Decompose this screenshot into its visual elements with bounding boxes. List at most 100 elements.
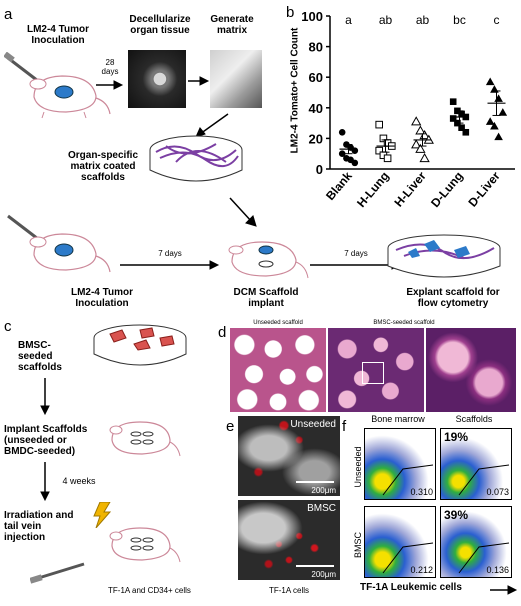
weeks4-label: 4 weeks [62,476,96,486]
organ-scaffold-label: Organ-specific matrix coated scaffolds [67,150,139,183]
days28-label: 28 days [101,58,119,76]
panel-label-e: e [226,418,235,435]
flow-plot-bm-bmsc: 0.212 [364,506,436,578]
data-point [351,147,359,154]
value-bm-bmsc: 0.212 [410,565,433,575]
data-point [458,124,465,131]
significance-letter: ab [379,13,393,27]
col-header-bone-marrow: Bone marrow [371,414,425,424]
y-tick-label: 20 [309,131,323,146]
cells-label: TF-1A and CD34+ cells [108,586,191,595]
x-tick-label-blank: Blank [323,169,355,203]
data-point [383,154,392,163]
row-header-bmsc: BMSC [353,532,363,559]
arrow-28days [96,80,124,90]
dcm-implant-label: DCM Scaffold implant [233,287,299,309]
unseeded-scaffold-caption: Unseeded scaffold [253,320,303,326]
x-tick-label-h-lung: H-Lung [354,169,392,210]
data-point [375,146,384,155]
arrow-to-generate [188,76,210,86]
panel-label-d: d [218,324,227,341]
mouse-dcm-implant [228,241,309,279]
panel-label-b: b [286,4,295,21]
cell-count-chart: 020406080100BlankaH-LungabH-LiverabD-Lun… [301,9,515,210]
y-tick-label: 100 [301,9,323,24]
data-point [498,108,508,116]
decellularize-label: Decellularize organ tissue [129,14,191,36]
scale-bar-label-2: 200μm [311,570,336,579]
arrow-4weeks [40,462,50,502]
data-point [458,110,465,118]
days7a-label: 7 days [158,249,182,258]
data-point [490,85,499,93]
unseeded-histology-image [230,328,326,412]
mouse-illustration [4,52,111,119]
data-point [485,77,495,86]
generate-matrix-label: Generate matrix [210,14,254,36]
bmsc-seeded-label: BMSC-seeded scaffolds [18,340,62,373]
lightning-icon [93,502,112,528]
arrow-to-dcm [229,197,257,227]
arrow-7days-a [120,260,220,270]
value-bm-unseeded: 0.310 [410,487,433,497]
x-axis-arrow [490,585,518,595]
data-point [415,143,426,153]
bmsc-scaffold-caption: BMSC-seeded scaffold [373,320,435,326]
tf1a-cells-label: TF-1A cells [268,586,309,595]
scale-bar-label-1: 200μm [311,486,336,495]
mouse-illustration-2 [7,214,111,273]
scaffold-dish [149,135,243,182]
x-tick-label-d-liver: D-Liver [465,169,503,210]
matrix-tube-photo [210,50,262,108]
value-scaffold-unseeded: 0.073 [486,487,509,497]
days7b-label: 7 days [344,249,368,258]
syringe-icon [30,562,85,584]
mouse-implant [109,421,181,457]
unseeded-fluorescence-image: Unseeded 200μm [238,416,340,496]
bmsc-fluorescence-image: BMSC 200μm [238,500,340,580]
y-tick-label: 80 [309,40,323,55]
data-point [411,116,422,126]
flow-plot-scaffold-bmsc: 39% 0.136 [440,506,512,578]
y-tick-label: 60 [309,70,323,85]
data-point [338,150,346,157]
unseeded-caption: Unseeded [290,419,336,430]
data-point [494,132,503,141]
bmsc-dish [93,324,187,366]
data-point [379,134,388,143]
significance-letter: a [345,13,352,27]
panel-label-a: a [4,6,13,23]
col-header-scaffolds: Scaffolds [455,414,493,424]
explant-dish [387,234,501,278]
pct-scaffold-bmsc: 39% [444,508,469,522]
bmsc-histology-zoom [426,328,516,412]
tumor-inoculation-label-2: LM2-4 Tumor Inoculation [70,287,134,309]
pct-scaffold-unseeded: 19% [444,430,469,444]
organ-tissue-photo [128,50,186,108]
arrow-to-implant [40,378,50,416]
flow-plot-scaffold-unseeded: 19% 0.073 [440,428,512,500]
tumor-inoculation-label: LM2-4 Tumor Inoculation [26,24,90,46]
leukemic-cells-label: TF-1A Leukemic cells [360,582,462,593]
bmsc-caption: BMSC [307,503,336,514]
y-tick-label: 40 [309,101,323,116]
panel-label-f: f [342,418,347,435]
row-header-unseeded: Unseeded [353,446,363,488]
data-point [449,115,457,122]
data-point [485,117,495,125]
data-point [375,120,384,129]
data-point [490,121,499,130]
irradiation-label: Irradiation and tail vein injection [4,510,74,543]
data-point [449,98,457,105]
bmsc-histology-image [328,328,424,412]
x-tick-label-d-lung: D-Lung [428,169,466,210]
implant-scaffolds-label: Implant Scaffolds (unseeded or BMDC-seed… [4,424,88,457]
mouse-irradiation [109,527,181,563]
flow-plot-bm-unseeded: 0.310 [364,428,436,500]
y-tick-label: 0 [316,162,323,177]
data-point [494,94,503,102]
data-point [462,128,470,136]
value-scaffold-bmsc: 0.136 [486,565,509,575]
significance-letter: ab [416,13,430,27]
data-point [411,139,422,149]
